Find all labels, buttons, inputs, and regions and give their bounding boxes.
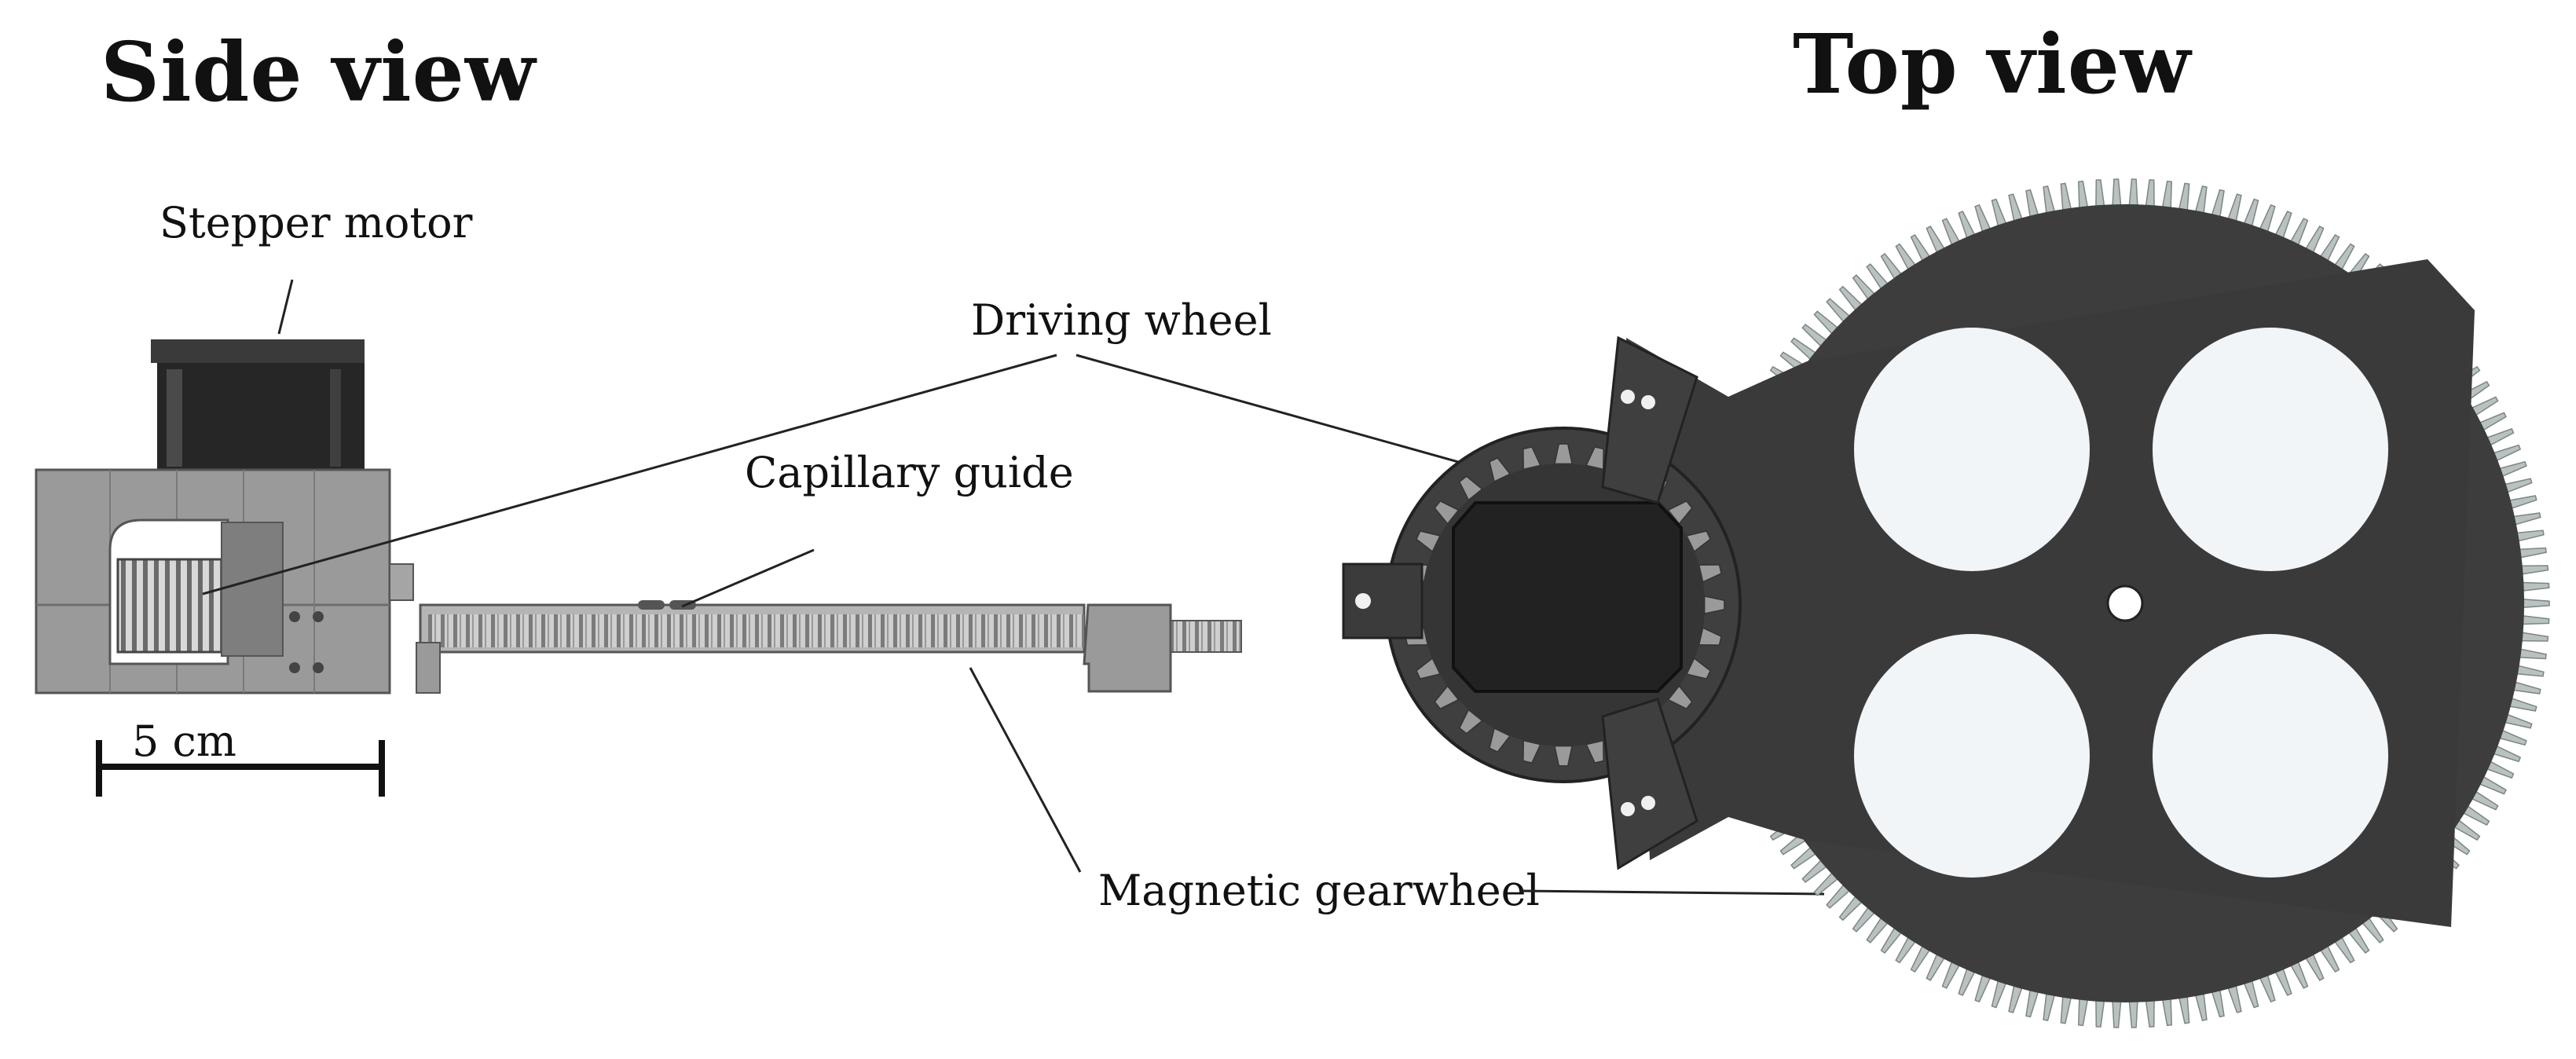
top-view-assembly (1342, 178, 2550, 1028)
top-view-title: Top view (1793, 16, 2192, 112)
side-view-assembly (35, 339, 1242, 797)
gear-cutout (1854, 328, 2090, 571)
leader-lines (202, 279, 1825, 896)
mount-tab (1342, 562, 1424, 639)
driving-wheel-label: Driving wheel (971, 295, 1272, 345)
capillary-guide-label: Capillary guide (745, 448, 1074, 497)
gearwheel-side-profile (416, 600, 1242, 694)
gear-cutout (1854, 634, 2090, 878)
side-view-title: Side view (101, 24, 537, 120)
mount-hole (1355, 593, 1371, 609)
motor-housing (35, 468, 414, 694)
stepper-motor-top (1452, 501, 1683, 693)
stepper-motor-label: Stepper motor (159, 198, 473, 247)
gear-cutout (2153, 634, 2388, 878)
magnetic-gearwheel-label: Magnetic gearwheel (1098, 866, 1540, 915)
gear-cutout (2153, 328, 2388, 571)
stepper-motor (151, 339, 365, 473)
scale-bar (96, 740, 385, 797)
scale-bar-label: 5 cm (132, 716, 236, 766)
center-hole (2106, 584, 2144, 622)
